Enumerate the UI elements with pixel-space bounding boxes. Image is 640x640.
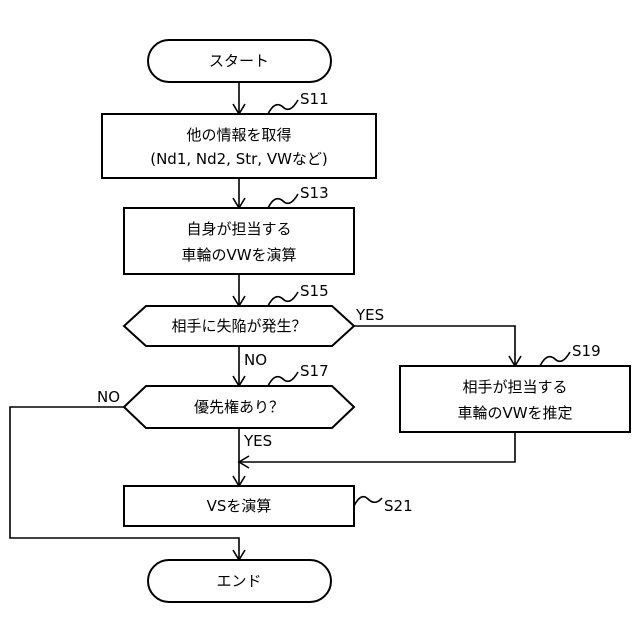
s11-step-id: S11 — [300, 90, 329, 108]
s17-no-label: NO — [97, 388, 120, 406]
process-s13: 自身が担当する 車輪のVWを演算 — [124, 208, 354, 274]
s13-text-line-2: 車輪のVWを演算 — [181, 246, 296, 264]
process-s21: VSを演算 — [124, 486, 354, 526]
end-terminal: エンド — [148, 560, 331, 602]
decision-s15: 相手に失陥が発生？ — [124, 306, 354, 346]
connector-s15-yes-s19: YES — [354, 306, 521, 366]
s15-no-label: NO — [244, 351, 267, 369]
step-tag-s11: S11 — [268, 90, 329, 114]
s13-step-id: S13 — [300, 184, 329, 202]
step-tag-s21: S21 — [354, 497, 413, 515]
s17-yes-label: YES — [243, 432, 272, 450]
step-tag-s15: S15 — [268, 282, 329, 306]
s13-text-line-1: 自身が担当する — [186, 220, 291, 238]
s19-step-id: S19 — [572, 342, 601, 360]
s21-label: VSを演算 — [207, 497, 272, 515]
s17-step-id: S17 — [300, 362, 329, 380]
connector-s13-s15 — [233, 274, 245, 306]
connector-s17-yes-s21: YES — [233, 428, 272, 486]
s21-step-id: S21 — [384, 497, 413, 515]
start-label: スタート — [209, 52, 269, 70]
connector-s19-merge — [239, 432, 515, 468]
s15-yes-label: YES — [355, 306, 384, 324]
end-label: エンド — [216, 572, 261, 590]
decision-s17: 優先権あり？ — [124, 386, 354, 428]
step-tag-s19: S19 — [540, 342, 601, 366]
s15-label: 相手に失陥が発生？ — [171, 317, 306, 335]
step-tag-s17: S17 — [268, 362, 329, 386]
connector-start-s11 — [233, 82, 245, 114]
step-tag-s13: S13 — [268, 184, 329, 208]
connector-s15-no-s17: NO — [233, 346, 267, 386]
s19-text-line-2: 車輪のVWを推定 — [457, 404, 572, 422]
s15-step-id: S15 — [300, 282, 329, 300]
process-s11: 他の情報を取得 (Nd1, Nd2, Str, VWなど) — [102, 114, 376, 178]
process-s19: 相手が担当する 車輪のVWを推定 — [400, 366, 630, 432]
s11-text-line-1: 他の情報を取得 — [186, 126, 291, 144]
connector-s11-s13 — [233, 178, 245, 208]
start-terminal: スタート — [148, 40, 331, 82]
s19-text-line-1: 相手が担当する — [462, 378, 567, 396]
s17-label: 優先権あり？ — [194, 398, 284, 416]
s11-text-line-2: (Nd1, Nd2, Str, VWなど) — [150, 150, 328, 168]
